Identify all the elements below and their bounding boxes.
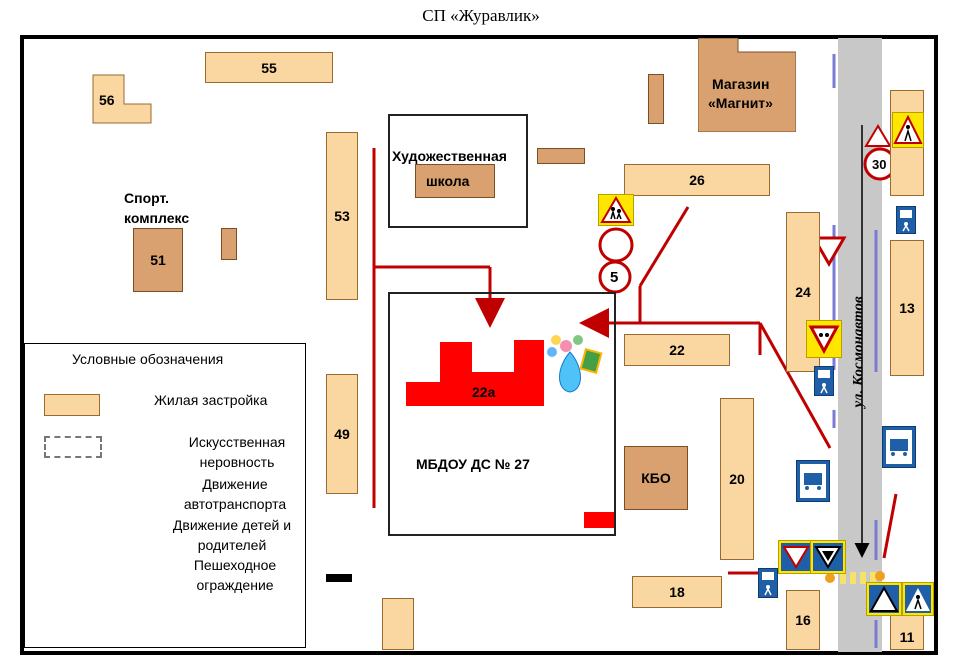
- children-sign-top: [598, 194, 634, 226]
- kindergarten-territory: [388, 292, 616, 536]
- sport-label-1: Спорт.: [124, 190, 170, 206]
- pedestrian-info-icon-3: [762, 572, 774, 596]
- map-title: СП «Журавлик»: [422, 6, 540, 25]
- mascot-icon: [547, 335, 603, 393]
- map-frame: [20, 35, 938, 655]
- crosswalk-sign-left: [866, 582, 902, 616]
- no-entry-round-sign: [598, 227, 634, 263]
- building-53: 53: [326, 132, 358, 300]
- legend-item-children: Движение детей и родителей: [172, 517, 292, 553]
- bus-stop-sign-left: [796, 460, 830, 502]
- kindergarten-building: [406, 340, 544, 406]
- small-building-near-school: [537, 148, 585, 164]
- child-route-lines: [372, 148, 898, 575]
- give-way-sign: [811, 236, 847, 268]
- building-24: 24: [786, 212, 820, 372]
- kindergarten-annex: [584, 512, 616, 528]
- pedestrian-info-icon-2: [818, 370, 830, 394]
- children-warning-icon-2: [808, 325, 840, 355]
- children-sign-bottom: [778, 540, 814, 574]
- art-school-label-2: школа: [426, 173, 470, 189]
- building-56-label: 56: [99, 92, 115, 108]
- art-school-territory: [388, 114, 528, 228]
- legend-item-vehicle: Движение автотранспорта: [183, 476, 287, 512]
- children-warning-icon-3: [781, 543, 811, 571]
- building-16: 16: [786, 590, 820, 650]
- crosswalk: [840, 572, 876, 584]
- legend-item-residential: Жилая застройка: [154, 392, 268, 408]
- legend-swatch-residential: [44, 394, 100, 416]
- children-sign-right: [806, 320, 842, 358]
- pedestrian-info-sign-1: [896, 206, 916, 234]
- give-way-icon: [813, 543, 843, 571]
- bus-stop-sign-right: [882, 426, 916, 468]
- small-building-near-sport: [221, 228, 237, 260]
- pedestrian-sign-top-right: [892, 112, 924, 148]
- legend-item-fence: Пешеходное ограждение: [193, 557, 277, 593]
- building-bottom-mid: [382, 598, 414, 650]
- pedestrian-crossing-icon: [905, 585, 931, 613]
- pedestrian-warning-icon: [893, 114, 923, 144]
- building-26: 26: [624, 164, 770, 196]
- speed-limit-label: 30: [872, 157, 887, 172]
- pedestrian-info-sign-2: [814, 366, 834, 396]
- building-20: 20: [720, 398, 754, 560]
- kindergarten-22a-label: 22а: [472, 384, 496, 400]
- warning-triangle-top: [864, 124, 892, 147]
- crosswalk-icon: [869, 585, 899, 613]
- crosswalk-sign-right: [902, 582, 934, 616]
- art-school-building: [415, 164, 495, 198]
- building-49: 49: [326, 374, 358, 494]
- street-label: ул. Космонавтов: [850, 296, 867, 408]
- small-building-vertical: [648, 74, 664, 124]
- building-55: 55: [205, 52, 333, 83]
- shop-label-1: Магазин: [712, 76, 770, 92]
- sign-5-label: 5: [610, 269, 619, 286]
- building-18: 18: [632, 576, 722, 608]
- art-school-label-1: Художественная: [392, 148, 507, 164]
- bus-stop-icon-2: [886, 430, 912, 464]
- building-13: 13: [890, 240, 924, 376]
- kbo-building: КБО: [624, 446, 688, 510]
- legend-title: Условные обозначения: [72, 351, 224, 367]
- pedestrian-info-sign-3: [758, 568, 778, 598]
- shop-label-2: «Магнит»: [708, 95, 773, 111]
- building-51: 51: [133, 228, 183, 292]
- give-way-sign-bottom: [810, 540, 846, 574]
- pedestrian-info-icon: [900, 210, 912, 232]
- speed-bumps: [825, 571, 885, 583]
- building-22: 22: [624, 334, 730, 366]
- legend-swatch-speed-bump: [44, 436, 102, 458]
- legend-box: [24, 343, 306, 648]
- bus-stop-icon: [800, 464, 826, 498]
- children-warning-icon: [600, 196, 632, 223]
- barrier-mark: [326, 574, 352, 582]
- building-56-shape: [92, 74, 152, 124]
- kindergarten-label: МБДОУ ДС № 27: [416, 456, 530, 472]
- legend-item-speed-bump: Искусственная неровность: [188, 434, 286, 470]
- building-56-outline: [92, 74, 152, 124]
- sport-label-2: комплекс: [124, 210, 190, 226]
